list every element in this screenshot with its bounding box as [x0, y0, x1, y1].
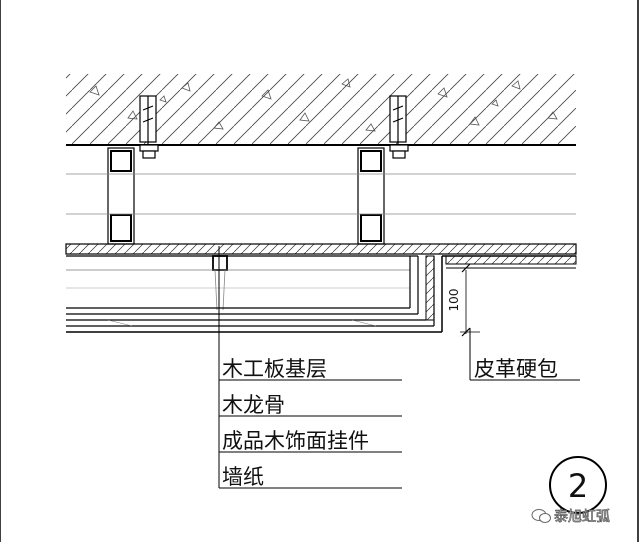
steel-posts [107, 147, 385, 245]
dimension-100 [460, 263, 480, 337]
label-wood-board-base: 木工板基层 [222, 357, 327, 381]
watermark: 泰旭虹弧 [531, 509, 610, 525]
label-wood-keel: 木龙骨 [222, 393, 285, 417]
wechat-icon [531, 509, 551, 523]
watermark-text: 泰旭虹弧 [554, 509, 610, 525]
detail-number: 2 [568, 467, 588, 505]
detail-number-bubble: 2 [549, 456, 607, 514]
label-wallpaper: 墙纸 [222, 465, 264, 489]
wood-veneer-panel [66, 255, 443, 333]
dimension-label: 100 [447, 289, 461, 312]
wood-board-base-layer [65, 243, 577, 255]
wood-keel [212, 255, 228, 311]
right-leader [469, 328, 580, 381]
left-leader [218, 246, 402, 489]
expansion-bolts [139, 95, 409, 159]
label-leather-hard-pack: 皮革硬包 [474, 357, 558, 381]
label-veneer-hanger: 成品木饰面挂件 [222, 429, 369, 453]
leather-hard-pack [442, 255, 577, 269]
guide-lines [66, 173, 576, 215]
